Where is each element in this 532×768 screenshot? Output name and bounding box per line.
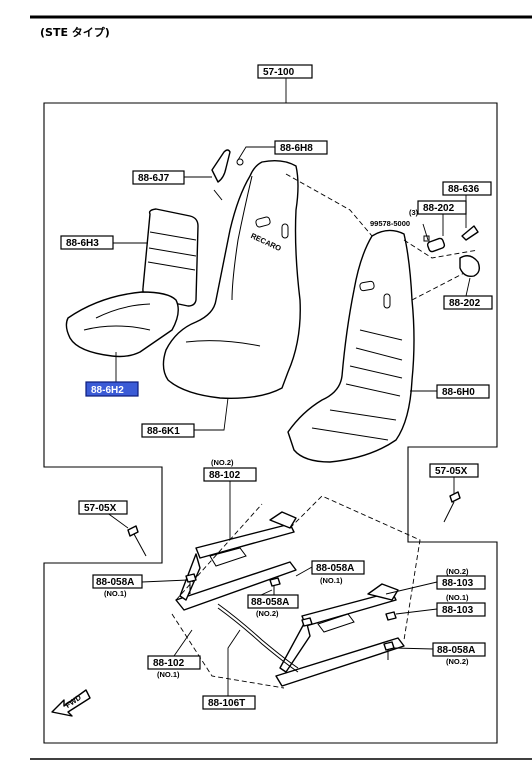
no1-102-text: (NO.1) xyxy=(157,670,180,679)
leader-202b xyxy=(465,277,471,297)
leader-058A-l xyxy=(141,579,189,583)
no1-058A-mid-text: (NO.1) xyxy=(320,576,343,585)
side-hardware xyxy=(423,225,481,278)
part-99578-text: 99578-5000 xyxy=(370,219,410,228)
seat-shell xyxy=(287,229,415,463)
label-88-6H0-text: 88-6H0 xyxy=(442,387,475,398)
label-88-058A-center-text: 88-058A xyxy=(251,597,289,608)
label-57-05X-left-text: 57-05X xyxy=(84,503,117,514)
assembly-border xyxy=(43,102,498,744)
label-88-103-bottom[interactable]: 88-103 xyxy=(436,602,486,617)
leader-103t xyxy=(385,581,438,595)
label-88-6J7-text: 88-6J7 xyxy=(138,173,170,184)
leader-058A-mr xyxy=(295,566,313,577)
label-57-05X-right[interactable]: 57-05X xyxy=(429,463,479,478)
label-88-6H8-text: 88-6H8 xyxy=(280,143,313,154)
label-88-636[interactable]: 88-636 xyxy=(442,181,492,196)
label-88-106T-text: 88-106T xyxy=(208,698,245,709)
label-88-202-bottom[interactable]: 88-202 xyxy=(443,295,493,310)
qty-3-text: (3) xyxy=(409,208,419,217)
label-88-058A-center[interactable]: 88-058A xyxy=(247,594,299,609)
label-88-058A-left-text: 88-058A xyxy=(96,577,134,588)
label-57-05X-right-text: 57-05X xyxy=(435,466,468,477)
label-88-202-top[interactable]: 88-202 xyxy=(417,200,467,215)
no2-103-text: (NO.2) xyxy=(446,567,469,576)
label-88-058A-right[interactable]: 88-058A xyxy=(432,642,486,657)
dash-shell3 xyxy=(411,269,471,301)
label-88-6H3-text: 88-6H3 xyxy=(66,238,99,249)
label-88-058A-left[interactable]: 88-058A xyxy=(92,574,143,589)
label-88-202-top-text: 88-202 xyxy=(423,203,455,214)
label-88-058A-mid-right-text: 88-058A xyxy=(316,563,354,574)
no2-058A-right-text: (NO.2) xyxy=(446,657,469,666)
label-88-058A-mid-right[interactable]: 88-058A xyxy=(311,560,365,575)
seat-back-pad xyxy=(142,208,199,307)
leader-103b xyxy=(395,608,438,615)
label-88-6H2[interactable]: 88-6H2 xyxy=(85,381,139,397)
label-88-106T[interactable]: 88-106T xyxy=(202,695,256,710)
head-bracket xyxy=(211,149,244,201)
leader-102b xyxy=(173,629,193,657)
label-88-636-text: 88-636 xyxy=(448,184,480,195)
label-88-103-top-text: 88-103 xyxy=(442,578,474,589)
label-57-100-text: 57-100 xyxy=(263,67,295,78)
page-title: (STE タイプ) xyxy=(40,25,110,39)
fwd-arrow: FWD xyxy=(51,689,91,717)
dash-shell xyxy=(285,173,373,237)
label-88-102-top[interactable]: 88-102 xyxy=(203,467,257,482)
dash-shell2 xyxy=(403,239,479,259)
label-88-6H3[interactable]: 88-6H3 xyxy=(60,235,114,250)
leader-99578 xyxy=(422,223,429,241)
label-88-6H8[interactable]: 88-6H8 xyxy=(274,140,328,155)
seat-cushion xyxy=(65,291,179,358)
leader-6K1 xyxy=(180,397,229,431)
no2-058A-center-text: (NO.2) xyxy=(256,609,279,618)
leader-6H8 xyxy=(237,146,275,161)
label-88-102-top-text: 88-102 xyxy=(209,470,241,481)
no2-102-text: (NO.2) xyxy=(211,458,234,467)
label-88-6K1-text: 88-6K1 xyxy=(147,426,180,437)
label-88-6H2-text: 88-6H2 xyxy=(91,385,124,396)
rail-no2-left xyxy=(175,511,297,611)
label-88-103-top[interactable]: 88-103 xyxy=(436,575,486,590)
rail-frame xyxy=(171,613,285,689)
label-88-102-bottom[interactable]: 88-102 xyxy=(147,655,201,670)
seat-cover: RECARO xyxy=(162,159,301,399)
label-88-058A-right-text: 88-058A xyxy=(437,645,475,656)
label-88-202-bottom-text: 88-202 xyxy=(449,298,481,309)
rail-no1-right xyxy=(275,583,405,687)
label-88-6K1[interactable]: 88-6K1 xyxy=(141,423,195,438)
no1-103-text: (NO.1) xyxy=(446,593,469,602)
cross-rod xyxy=(217,603,299,669)
label-57-05X-left[interactable]: 57-05X xyxy=(78,500,128,515)
leader-57-05X-l xyxy=(105,511,129,529)
leader-106T xyxy=(227,629,241,696)
label-88-103-bottom-text: 88-103 xyxy=(442,605,474,616)
leader-058A-r xyxy=(393,647,434,650)
label-57-100[interactable]: 57-100 xyxy=(257,64,313,79)
no1-058A-left-text: (NO.1) xyxy=(104,589,127,598)
label-88-6J7[interactable]: 88-6J7 xyxy=(132,170,185,185)
label-88-6H0[interactable]: 88-6H0 xyxy=(436,384,490,399)
label-88-102-bottom-text: 88-102 xyxy=(153,658,185,669)
